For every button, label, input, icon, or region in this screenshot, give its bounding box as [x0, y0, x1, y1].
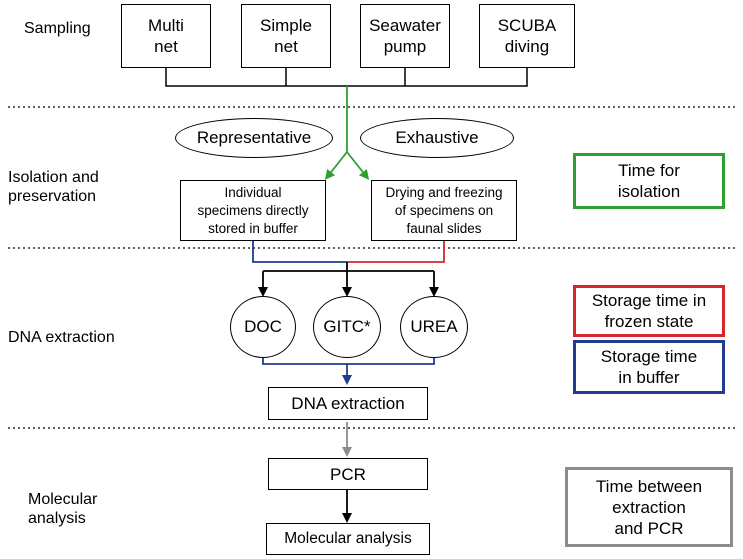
legend-label: Storage time in buffer — [600, 347, 698, 387]
legend-label: Time between extraction and PCR — [595, 476, 703, 538]
molecular-analysis-label: Molecular analysis — [284, 530, 412, 547]
pcr-box: PCR — [268, 458, 428, 490]
sampling-bracket — [165, 68, 528, 87]
sampling-method-label: SCUBA diving — [497, 16, 557, 56]
pcr-label: PCR — [330, 464, 366, 484]
sampling-box-scuba-diving: SCUBA diving — [479, 4, 575, 68]
sampling-method-label: Seawater pump — [369, 16, 441, 56]
legend-time-for-isolation: Time for isolation — [573, 153, 725, 209]
stage-label-molecular: Molecular analysis — [28, 491, 98, 527]
approach-exhaustive: Exhaustive — [360, 118, 514, 158]
blue-merge-bracket — [262, 357, 435, 365]
preservation-buffer-box: Individual specimens directly stored in … — [180, 180, 326, 241]
sampling-box-multi-net: Multi net — [121, 4, 211, 68]
legend-label: Time for isolation — [617, 161, 681, 201]
sampling-box-simple-net: Simple net — [241, 4, 331, 68]
preservation-frozen-box: Drying and freezing of specimens on faun… — [371, 180, 517, 241]
stage-label-extraction: DNA extraction — [8, 329, 115, 346]
molecular-analysis-box: Molecular analysis — [266, 523, 430, 555]
extraction-method-label: UREA — [410, 317, 458, 336]
legend-buffer-storage: Storage time in buffer — [573, 340, 725, 394]
blue-storage-line — [252, 241, 347, 263]
dna-extraction-box: DNA extraction — [268, 387, 428, 420]
stage-label-sampling: Sampling — [24, 20, 91, 37]
preservation-buffer-label: Individual specimens directly stored in … — [197, 184, 309, 236]
extraction-method-gitc: GITC* — [313, 296, 381, 358]
approach-representative-label: Representative — [196, 128, 312, 147]
extraction-method-label: DOC — [244, 317, 282, 336]
legend-frozen-storage: Storage time in frozen state — [573, 285, 725, 337]
sampling-method-label: Multi net — [148, 16, 184, 56]
extraction-method-label: GITC* — [323, 317, 371, 336]
approach-representative: Representative — [175, 118, 333, 158]
dna-extraction-label: DNA extraction — [291, 394, 405, 413]
green-right-arrow — [346, 151, 370, 180]
extraction-method-urea: UREA — [400, 296, 468, 358]
sampling-box-seawater-pump: Seawater pump — [360, 4, 450, 68]
sampling-method-label: Simple net — [260, 16, 312, 56]
legend-extraction-to-pcr: Time between extraction and PCR — [565, 467, 733, 547]
extraction-method-doc: DOC — [230, 296, 296, 358]
preservation-frozen-label: Drying and freezing of specimens on faun… — [385, 184, 503, 236]
stage-label-isolation: Isolation and preservation — [8, 169, 99, 205]
approach-exhaustive-label: Exhaustive — [395, 128, 479, 147]
legend-label: Storage time in frozen state — [591, 291, 707, 331]
red-storage-line — [347, 241, 445, 263]
green-left-arrow — [324, 151, 348, 180]
